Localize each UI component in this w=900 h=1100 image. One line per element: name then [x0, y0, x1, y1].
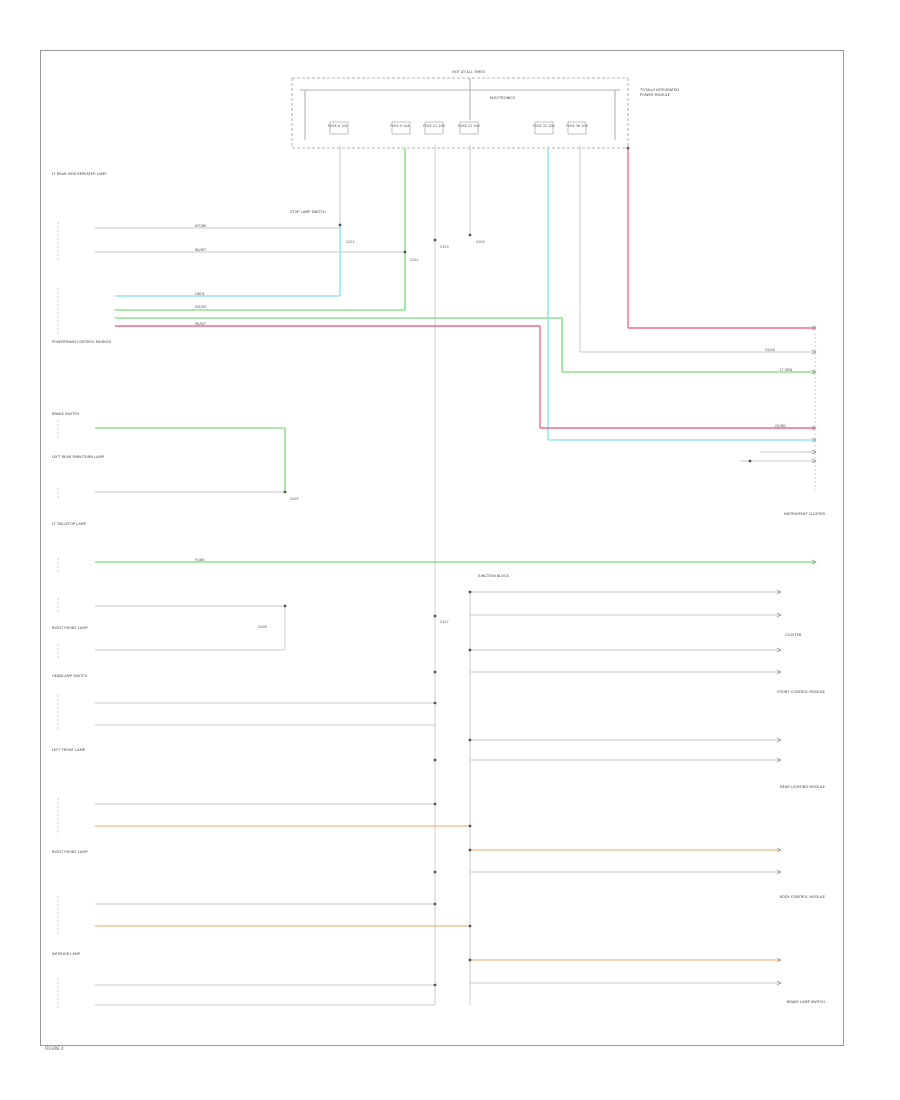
fuse-label: FUSE 9 10A: [390, 124, 410, 128]
component-label: STOP LAMP SWITCH: [290, 210, 326, 214]
component-label: CLUSTER: [785, 633, 802, 637]
fuse-label: FUSE 35 10A: [533, 124, 555, 128]
splice-label: S102: [410, 258, 419, 262]
page-id: FIGURE 4: [45, 1046, 64, 1051]
splice-points: [283, 146, 752, 987]
component-label: POWERTRAIN CONTROL MODULE: [52, 340, 112, 344]
fuse-label: FUSE 21 10A: [423, 124, 445, 128]
component-label: BRAKE LAMP SWITCH: [786, 1000, 825, 1004]
component-label: LEFT FRONT LAMP: [52, 748, 85, 752]
fuses: [329, 121, 587, 135]
wire-tag: GY/LB: [765, 348, 775, 352]
splice-label: S104: [476, 240, 485, 244]
component-label: INTERIOR LAMP: [52, 952, 81, 956]
fuse-label: FUSE 22 10A: [458, 124, 480, 128]
component-label: JUNCTION BLOCK: [478, 574, 509, 578]
pink-wires: [115, 148, 815, 429]
component-label: LT TAIL/STOP LAMP: [52, 522, 86, 526]
component-label: BRAKE SWITCH: [52, 412, 80, 416]
splice-label: S103: [440, 245, 449, 249]
wire-tag: PK/WT: [195, 322, 206, 326]
component-label: BODY CONTROL MODULE: [779, 895, 825, 899]
fuse-block-note: TOTALLY INTEGRATED POWER MODULE: [640, 88, 680, 97]
wire-tag: DB/YL: [195, 292, 206, 296]
splice-label: S106: [258, 625, 267, 629]
wire-tag: LT GRN: [780, 368, 793, 372]
component-label: INSTRUMENT CLUSTER: [784, 512, 825, 516]
diagram-frame: [40, 50, 844, 1046]
right-terminals: [776, 325, 817, 986]
fuse-block: [291, 77, 629, 149]
component-label: LT REAR SIDE REPEATER LAMP: [52, 172, 107, 176]
green-wires: [95, 148, 815, 563]
wire-tag: YL/BK: [195, 558, 205, 562]
component-label: RIGHT FRONT LAMP: [52, 850, 88, 854]
cyan-wires: [115, 148, 815, 441]
fuse-label: FUSE 8 10A: [328, 124, 348, 128]
fuse-block-heading: HOT AT ALL TIMES: [452, 70, 485, 74]
wire-tag: WT/BK: [195, 224, 207, 228]
wire-tag: BK/WT: [195, 248, 207, 252]
component-label: RIGHT FRONT LAMP: [52, 626, 88, 630]
component-label: HEADLAMP SWITCH: [52, 674, 88, 678]
wire-tag: GY/RD: [775, 424, 786, 428]
splice-label: S107: [440, 620, 449, 624]
component-label: REAR LIGHTING MODULE: [780, 785, 825, 789]
component-label: LEFT REAR PARK/TURN LAMP: [52, 455, 104, 459]
gray-wires: [95, 145, 815, 1006]
fuse-label: FUSE 36 10A: [566, 124, 588, 128]
component-label: FRONT CONTROL MODULE: [777, 690, 825, 694]
splice-label: S105: [290, 497, 299, 501]
wire-tag: DG/WT: [195, 305, 207, 309]
orange-wires: [95, 825, 780, 961]
left-connectors: [57, 222, 816, 1010]
splice-label: S101: [346, 240, 355, 244]
fuse-block-module: ELECTRONICS: [490, 96, 516, 100]
